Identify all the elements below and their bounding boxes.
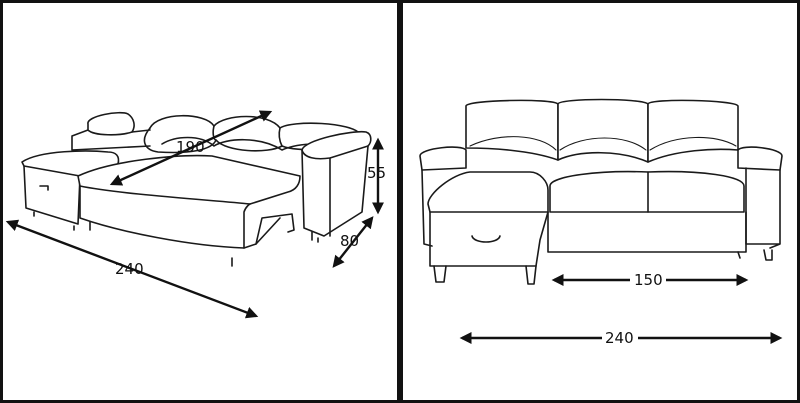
label-width-240: 240 (115, 260, 144, 278)
right-panel-frame (400, 0, 800, 403)
label-arm-80: 80 (340, 232, 359, 250)
left-panel-frame (0, 0, 400, 403)
perspective-sofa-drawing (5, 110, 384, 319)
label-depth-190: 190 (176, 138, 205, 156)
label-seat-150: 150 (634, 271, 663, 289)
arrow-depth-190 (109, 110, 273, 186)
label-height-55: 55 (367, 164, 386, 182)
arrow-arm-80 (332, 216, 374, 268)
front-sofa-drawing (419, 98, 783, 344)
label-total-240: 240 (605, 329, 634, 347)
arrow-width-240 (5, 219, 259, 319)
